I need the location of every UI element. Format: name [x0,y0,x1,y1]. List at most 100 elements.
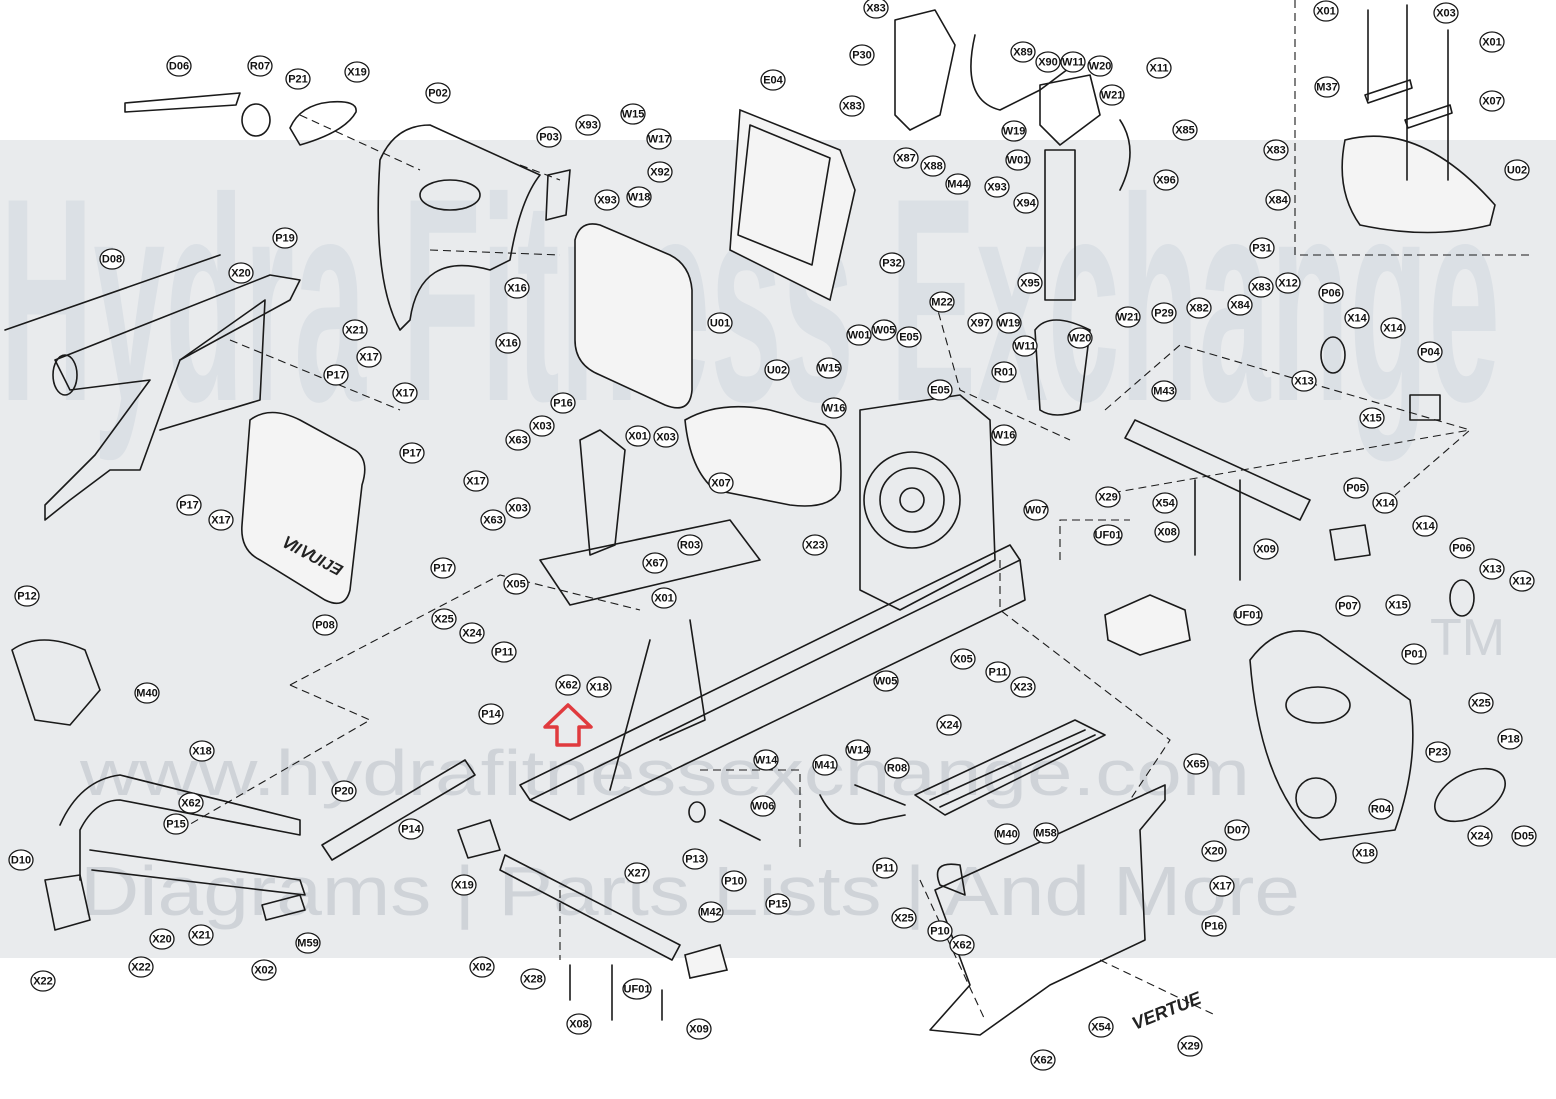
cup-p12 [11,639,101,726]
cap-p05 [1329,524,1371,561]
callout-oval [1186,297,1212,319]
callout-label: P20 [334,786,354,798]
callout-x09: X09 [1253,538,1279,560]
seat-carriage [539,519,761,606]
callout-w21: W21 [1099,84,1125,106]
callout-oval [1467,825,1493,847]
callout-m43: M43 [1151,380,1177,402]
callout-oval [505,429,531,451]
callout-label: W07 [1025,505,1048,517]
rear-frame-cap [936,863,966,896]
bracket-p13 [44,874,91,931]
callout-label: P17 [433,563,453,575]
callout-w21: W21 [1115,306,1141,328]
callout-oval [950,648,976,670]
callout-x85: X85 [1172,119,1198,141]
callout-label: X87 [896,153,916,165]
callout-oval [520,968,546,990]
seat-post [579,429,626,556]
callout-d10: D10 [8,849,34,871]
callout-label: E04 [763,75,783,87]
callout-p06: P06 [1318,282,1344,304]
callout-label: X84 [1230,300,1250,312]
handle-tube-m59 [59,774,301,881]
callout-x83: X83 [839,95,865,117]
callout-x01: X01 [1479,31,1505,53]
callout-label: X54 [1091,1022,1111,1034]
callout-oval [1318,282,1344,304]
callout-label: UF01 [624,984,651,996]
callout-r07: R07 [247,55,273,77]
callout-label: X12 [1278,278,1298,290]
callout-x25: X25 [1468,692,1494,714]
callout-label: X18 [192,746,212,758]
callout-w19: W19 [1001,120,1027,142]
console-e04-screen [737,124,831,266]
callout-oval [166,55,192,77]
decal-strip-d06 [124,92,241,113]
callout-m22: M22 [929,291,955,313]
callout-oval [1425,741,1451,763]
callout-oval [625,425,651,447]
callout-oval [1504,159,1530,181]
callout-label: U02 [767,365,787,377]
callout-oval [1253,538,1279,560]
callout-x93: X93 [984,176,1010,198]
callout-w11: W11 [1060,51,1086,73]
callout-x14: X14 [1412,515,1438,537]
callout-oval [1417,341,1443,363]
callout-label: X17 [466,476,486,488]
callout-oval [251,959,277,981]
callout-label: X18 [1355,848,1375,860]
callout-label: X93 [987,182,1007,194]
callout-p14: P14 [398,818,424,840]
callout-oval [1263,139,1289,161]
callout-label: R01 [994,367,1014,379]
callout-oval [1511,825,1537,847]
callout-oval [478,703,504,725]
callout-oval [431,608,457,630]
callout-label: X14 [1383,323,1403,335]
callout-oval [1010,41,1036,63]
callout-x89: X89 [1010,41,1036,63]
callout-oval [764,359,790,381]
callout-label: W19 [998,318,1021,330]
column-w01 [1044,149,1076,301]
callout-x18: X18 [189,740,215,762]
callout-oval [1093,524,1123,546]
callout-label: X24 [462,628,482,640]
callout-oval [1335,595,1361,617]
callout-oval [846,324,872,346]
callout-u02: U02 [1504,159,1530,181]
callout-oval [272,227,298,249]
cap-p21 [289,100,357,146]
callout-label: P06 [1321,288,1341,300]
callout-label: W01 [848,330,871,342]
callout-oval [871,319,897,341]
callout-oval [945,173,971,195]
callout-p05: P05 [1343,477,1369,499]
callout-m37: M37 [1314,76,1340,98]
callout-oval [1275,272,1301,294]
callout-x21: X21 [188,924,214,946]
pointer-arrow [543,703,593,747]
callout-oval [1449,537,1475,559]
callout-oval [929,291,955,313]
callout-oval [920,155,946,177]
callout-oval [1249,237,1275,259]
callout-oval [1313,0,1339,22]
callout-label: X25 [434,614,454,626]
backrest-u01 [574,223,693,409]
callout-x83: X83 [863,0,889,19]
callout-x02: X02 [469,956,495,978]
callout-label: X15 [1388,600,1408,612]
callout-label: X92 [650,167,670,179]
callout-m41: M41 [812,754,838,776]
callout-x05: X05 [950,648,976,670]
callout-x03: X03 [653,426,679,448]
callout-label: P17 [326,370,346,382]
callout-x19: X19 [344,61,370,83]
clip-p15 [261,894,306,921]
logo-d04: VERTUE [1129,988,1205,1034]
callout-label: P13 [685,854,705,866]
